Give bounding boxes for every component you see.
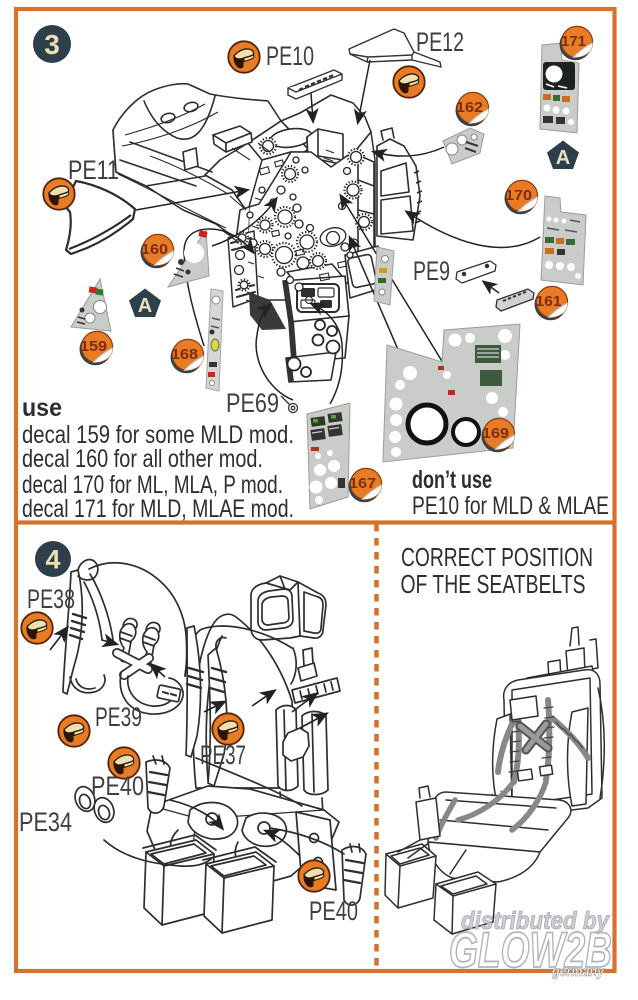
svg-text:PE38: PE38 <box>27 584 75 614</box>
svg-text:162: 162 <box>456 99 483 116</box>
svg-text:167: 167 <box>349 475 376 492</box>
svg-text:don’t use: don’t use <box>412 466 492 494</box>
svg-text:PE10 for MLD & MLAE: PE10 for MLD & MLAE <box>412 492 609 520</box>
svg-text:decal 159 for some MLD mod.: decal 159 for some MLD mod. <box>22 421 294 449</box>
svg-text:PE37: PE37 <box>200 740 246 770</box>
svg-text:PE10: PE10 <box>266 41 314 71</box>
svg-text:decal 170 for ML, MLA, P mod.: decal 170 for ML, MLA, P mod. <box>22 471 283 499</box>
svg-text:PE12: PE12 <box>416 27 464 57</box>
svg-text:PE39: PE39 <box>95 702 142 732</box>
svg-text:OF THE SEATBELTS: OF THE SEATBELTS <box>401 569 586 599</box>
svg-text:CORRECT POSITION: CORRECT POSITION <box>401 542 593 572</box>
svg-text:decal 160 for all other mod.: decal 160 for all other mod. <box>22 445 263 473</box>
svg-text:PE40: PE40 <box>91 771 144 801</box>
svg-text:distributed by: distributed by <box>461 907 610 935</box>
svg-text:decal 171 for MLD, MLAE mod.: decal 171 for MLD, MLAE mod. <box>22 495 294 523</box>
svg-text:PE69: PE69 <box>226 388 279 418</box>
svg-text:171: 171 <box>561 33 586 50</box>
svg-text:169: 169 <box>482 425 509 442</box>
svg-text:germany: germany <box>551 963 605 979</box>
svg-text:PE11: PE11 <box>68 155 119 185</box>
svg-text:159: 159 <box>80 338 107 355</box>
svg-text:168: 168 <box>171 346 198 363</box>
svg-text:GLOW2B: GLOW2B <box>449 922 612 978</box>
svg-text:use: use <box>22 394 62 422</box>
svg-text:160: 160 <box>141 241 168 258</box>
svg-text:PE9: PE9 <box>413 256 450 286</box>
svg-text:3: 3 <box>44 29 60 60</box>
svg-text:PE34: PE34 <box>19 807 72 837</box>
svg-text:161: 161 <box>536 293 562 310</box>
svg-text:4: 4 <box>45 545 60 575</box>
svg-text:PE40: PE40 <box>309 896 358 926</box>
svg-text:170: 170 <box>505 187 532 204</box>
